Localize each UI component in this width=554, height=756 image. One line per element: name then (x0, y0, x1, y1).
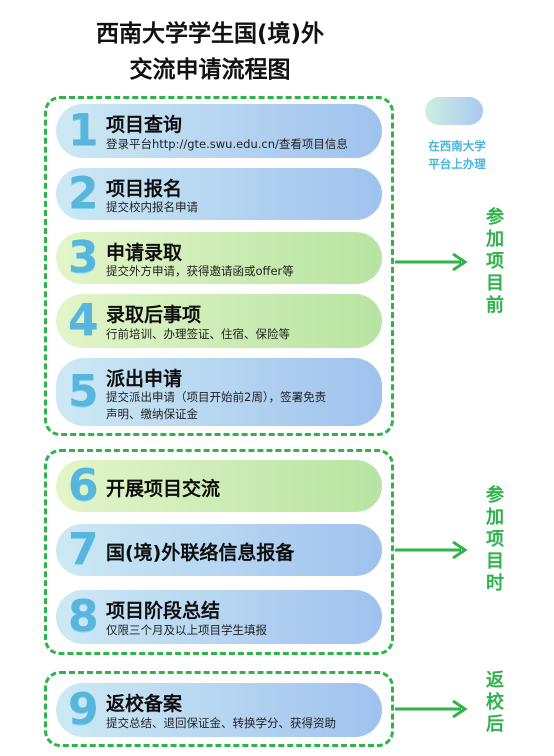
phase-group-during (44, 449, 394, 655)
phase-label-before-char: 目 (486, 273, 504, 294)
step-3: 3 申请录取 提交外方申请，获得邀请函或offer等 (56, 232, 382, 284)
step-3-title: 申请录取 (106, 242, 183, 264)
step-3-number: 3 (68, 232, 99, 283)
step-8: 8 项目阶段总结 仅限三个月及以上项目学生填报 (56, 590, 382, 644)
step-6-number: 6 (68, 460, 99, 511)
step-2-number: 2 (68, 168, 99, 219)
phase-label-after: 返 校 后 (480, 670, 510, 736)
step-5-desc-line1: 提交派出申请（项目开始前2周），签署免责 (106, 390, 327, 404)
phase-label-during-char: 时 (486, 573, 504, 594)
step-9-number: 9 (68, 684, 99, 735)
phase-label-before-char: 加 (486, 229, 504, 250)
step-6: 6 开展项目交流 (56, 460, 382, 512)
step-7-number: 7 (68, 524, 99, 575)
legend-swatch (425, 97, 483, 125)
phase-label-during-char: 项 (486, 529, 504, 550)
phase-label-during: 参 加 项 目 时 (480, 485, 510, 595)
step-8-title: 项目阶段总结 (106, 600, 221, 622)
step-1-title: 项目查询 (106, 114, 183, 136)
step-2: 2 项目报名 提交校内报名申请 (56, 168, 382, 220)
legend-text-line1: 在西南大学 (428, 139, 486, 153)
step-3-desc-line1: 提交外方申请，获得邀请函或offer等 (106, 264, 294, 278)
phase-label-before: 参 加 项 目 前 (480, 207, 510, 317)
step-9-desc-line1: 提交总结、退回保证金、转换学分、获得资助 (106, 716, 336, 730)
step-5-desc-line2: 声明、缴纳保证金 (106, 407, 198, 421)
step-4-desc-line1: 行前培训、办理签证、住宿、保险等 (106, 327, 290, 341)
diagram-title-line1: 西南大学学生国(境)外 (95, 21, 325, 47)
step-5: 5 派出申请 提交派出申请（项目开始前2周），签署免责 声明、缴纳保证金 (56, 358, 382, 426)
phase-label-before-char: 前 (486, 295, 504, 316)
step-6-title: 开展项目交流 (106, 478, 221, 500)
step-9: 9 返校备案 提交总结、退回保证金、转换学分、获得资助 (56, 683, 382, 737)
step-7: 7 国(境)外联络信息报备 (56, 524, 382, 576)
step-2-desc-line1: 提交校内报名申请 (106, 200, 198, 214)
diagram-title-line2: 交流申请流程图 (129, 57, 291, 83)
step-1: 1 项目查询 登录平台http://gte.swu.edu.cn/查看项目信息 (56, 104, 382, 158)
step-1-number: 1 (68, 105, 99, 156)
phase-label-before-char: 参 (486, 207, 504, 228)
step-4-number: 4 (68, 295, 99, 346)
arrow-after (395, 699, 468, 719)
phase-label-during-char: 参 (486, 485, 504, 506)
step-8-number: 8 (68, 591, 99, 642)
step-5-title: 派出申请 (106, 368, 183, 390)
step-2-title: 项目报名 (106, 178, 183, 200)
step-1-desc-line1: 登录平台http://gte.swu.edu.cn/查看项目信息 (106, 137, 348, 151)
step-8-desc-line1: 仅限三个月及以上项目学生填报 (106, 623, 267, 637)
phase-label-after-char: 返 (486, 670, 504, 691)
step-7-title: 国(境)外联络信息报备 (106, 542, 295, 564)
phase-label-during-char: 加 (486, 507, 504, 528)
step-9-title: 返校备案 (106, 693, 183, 715)
phase-label-after-char: 校 (486, 692, 504, 713)
phase-label-before-char: 项 (486, 251, 504, 272)
step-4: 4 录取后事项 行前培训、办理签证、住宿、保险等 (56, 294, 382, 348)
phase-group-after (44, 671, 394, 747)
step-4-title: 录取后事项 (106, 304, 202, 326)
arrow-before (395, 252, 468, 272)
legend-text-line2: 平台上办理 (428, 157, 486, 171)
phase-label-during-char: 目 (486, 551, 504, 572)
phase-label-after-char: 后 (486, 714, 504, 735)
arrow-during (395, 540, 468, 560)
step-5-number: 5 (68, 366, 99, 417)
phase-group-before (44, 96, 394, 436)
